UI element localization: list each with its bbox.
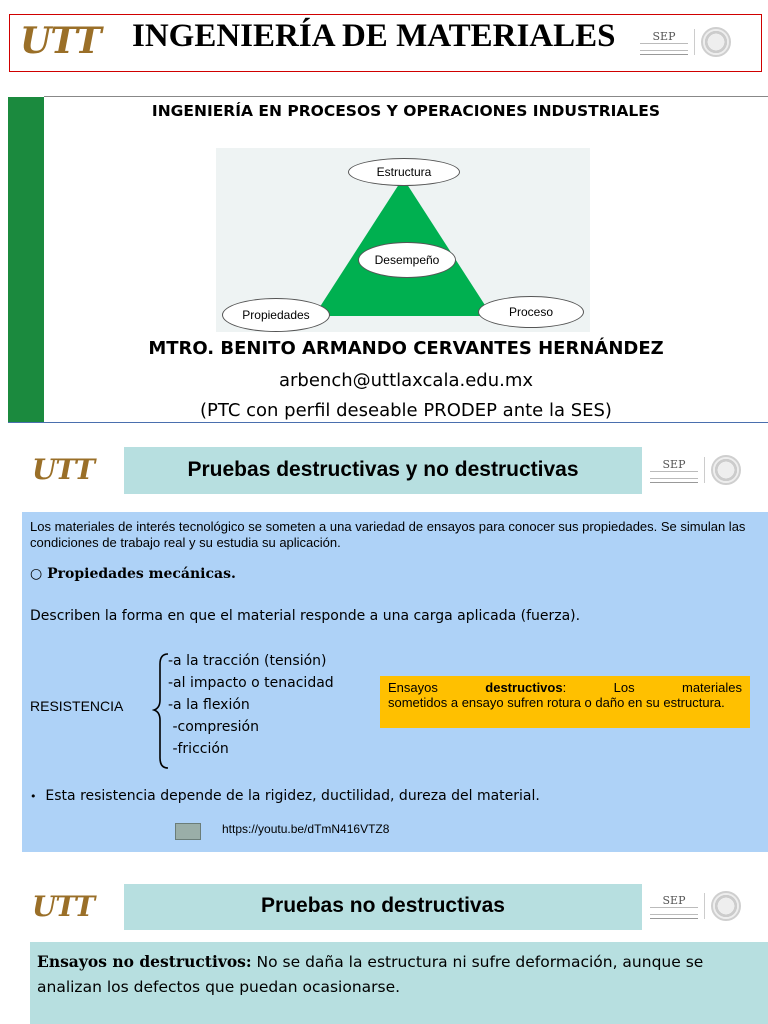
slide1-title: INGENIERÍA DE MATERIALES	[132, 18, 616, 54]
resistance-item: -compresión	[168, 719, 259, 735]
brace-icon	[152, 653, 169, 769]
slide3-title: Pruebas no destructivas	[261, 894, 505, 917]
mexican-seal-icon	[711, 891, 741, 921]
sep-logo: SEP	[640, 27, 731, 57]
slide2-dependency-text: Esta resistencia depende de la rigidez, …	[45, 788, 540, 804]
mexican-seal-icon	[701, 27, 731, 57]
mexican-seal-icon	[711, 455, 741, 485]
sep-logo-text: SEP	[652, 29, 676, 43]
callout-text: sometidos a ensayo sufren rotura o daño …	[388, 695, 725, 710]
resistance-item: -a la tracción (tensión)	[168, 653, 327, 669]
bullet-circle-icon: ○	[30, 566, 43, 582]
resistance-label: RESISTENCIA	[30, 698, 124, 714]
sep-logo-text: SEP	[662, 893, 686, 907]
sep-logo: SEP	[650, 891, 741, 921]
slide2-title-bar	[124, 447, 642, 494]
utt-logo: UTT	[32, 890, 95, 923]
youtube-link[interactable]: https://youtu.be/dTmN416VTZ8	[222, 822, 390, 836]
callout-word: materiales	[682, 680, 742, 695]
slide2-bullet-text: Propiedades mecánicas.	[47, 566, 236, 582]
resistance-item: -fricción	[168, 741, 229, 757]
callout-word: Ensayos	[388, 680, 438, 695]
sep-logo: SEP	[650, 455, 741, 485]
slide1-header	[9, 14, 762, 72]
author-note: (PTC con perfil deseable PRODEP ante la …	[200, 400, 612, 421]
slide2-intro: Los materiales de interés tecnológico se…	[30, 519, 746, 550]
video-icon[interactable]	[175, 823, 201, 840]
materials-triangle-diagram: Estructura Desempeño Propiedades Proceso	[216, 148, 590, 332]
destructive-tests-callout: Ensayos destructivos: Los materiales som…	[380, 676, 750, 728]
slide3-body: No se daña la estructura ni sufre deform…	[37, 953, 704, 996]
diagram-node-left: Propiedades	[222, 298, 330, 332]
callout-keyword: destructivos	[485, 680, 563, 695]
sep-logo-text: SEP	[662, 457, 686, 471]
slide3-text: Ensayos no destructivos: No se daña la e…	[37, 949, 762, 1000]
slide2-dependency: • Esta resistencia depende de la rigidez…	[30, 788, 540, 804]
author-email: arbench@uttlaxcala.edu.mx	[278, 370, 534, 391]
slide3-lead: Ensayos no destructivos:	[37, 952, 252, 971]
author-name: MTRO. BENITO ARMANDO CERVANTES HERNÁNDEZ	[148, 338, 664, 359]
utt-logo: UTT	[20, 20, 102, 62]
slide3-title-bar	[124, 884, 642, 930]
resistance-item: -al impacto o tenacidad	[168, 675, 334, 691]
utt-logo: UTT	[32, 453, 95, 486]
slide2-title: Pruebas destructivas y no destructivas	[187, 458, 579, 481]
slide1-bottom-rule	[8, 422, 768, 423]
diagram-node-top: Estructura	[348, 158, 460, 186]
diagram-node-right: Proceso	[478, 296, 584, 328]
slide1-subtitle: INGENIERÍA EN PROCESOS Y OPERACIONES IND…	[151, 102, 661, 120]
slide3-content-panel	[30, 942, 768, 1024]
slide2-description: Describen la forma en que el material re…	[30, 608, 581, 624]
slide1-top-rule	[44, 96, 768, 97]
diagram-node-center: Desempeño	[358, 242, 456, 278]
resistance-item: -a la flexión	[168, 697, 250, 713]
callout-word: :	[562, 680, 567, 695]
callout-word: Los	[613, 680, 635, 695]
slide2-bullet: ○ Propiedades mecánicas.	[30, 566, 236, 582]
slide1-green-bar	[8, 97, 44, 422]
